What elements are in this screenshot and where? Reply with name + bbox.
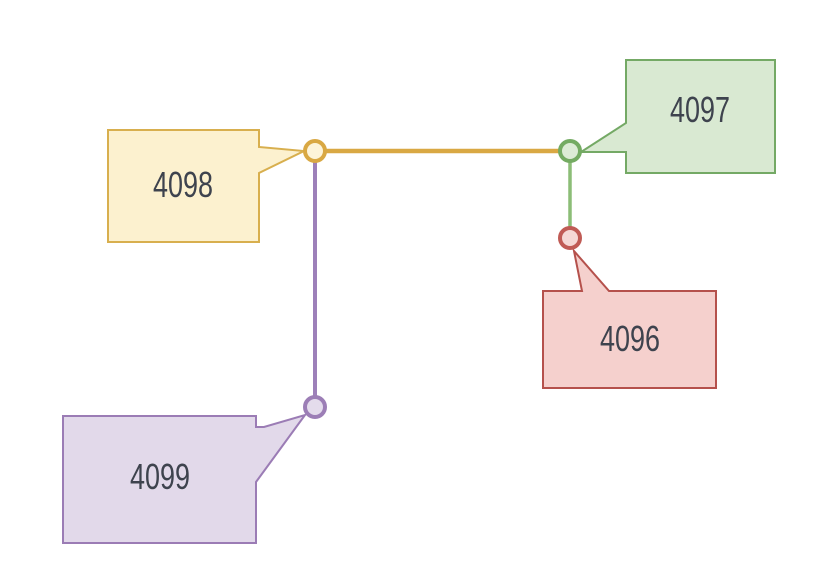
commit-label-text-4098: 4098 bbox=[153, 164, 213, 205]
commit-label-4096: 4096 bbox=[542, 247, 717, 389]
commit-label-4098: 4098 bbox=[107, 129, 308, 243]
commit-node-4098[interactable] bbox=[303, 139, 327, 163]
commit-label-box-4099 bbox=[62, 413, 308, 544]
commit-label-text-4099: 4099 bbox=[130, 456, 190, 497]
commit-node-4097[interactable] bbox=[558, 139, 582, 163]
commit-label-4099: 4099 bbox=[62, 413, 308, 544]
commit-label-text-4096: 4096 bbox=[600, 318, 660, 359]
commit-node-4096[interactable] bbox=[558, 226, 582, 250]
commit-label-box-4097 bbox=[577, 59, 776, 174]
commit-label-box-4098 bbox=[107, 129, 308, 243]
commit-label-box-4096 bbox=[542, 247, 717, 389]
commit-node-4099[interactable] bbox=[303, 395, 327, 419]
commit-label-text-4097: 4097 bbox=[670, 89, 730, 130]
commit-label-4097: 4097 bbox=[577, 59, 776, 174]
